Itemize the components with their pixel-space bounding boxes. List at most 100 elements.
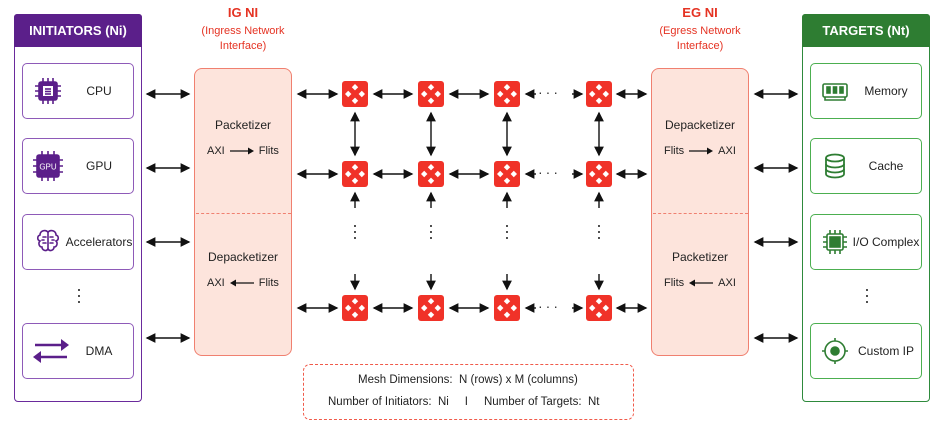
right-arrow-icon [689, 147, 714, 155]
targets-count-label: Number of Targets: [483, 396, 582, 408]
target-cache: Cache [810, 138, 922, 194]
router-icon [421, 298, 441, 318]
target-label: I/O Complex [852, 235, 920, 249]
flow-to: AXI [718, 277, 736, 289]
mesh-dimensions-value: N (rows) x M (columns) [458, 374, 578, 386]
router-icon [345, 164, 365, 184]
flow-to: AXI [718, 145, 736, 157]
ig-ni-subtitle-line2: Interface) [219, 40, 267, 52]
flow-from: Flits [664, 145, 685, 157]
mesh-router-rN-c2 [418, 295, 444, 321]
counts-separator: I [464, 396, 468, 408]
target-custom-ip: Custom IP [810, 323, 922, 379]
mesh-router-rN-c1 [342, 295, 368, 321]
router-icon [497, 84, 517, 104]
initiator-label: CPU [86, 84, 112, 98]
ig-ni-subtitle-line1: (Ingress Network [201, 25, 285, 37]
target-label: Cache [868, 159, 904, 173]
ig-ni-bottom-stage-name: Depacketizer [207, 250, 279, 264]
flow-from: AXI [207, 277, 225, 289]
targets-count-value: Nt [587, 396, 600, 408]
initiator-label: DMA [85, 344, 113, 358]
initiator-label: Accelerators [65, 235, 133, 249]
mesh-router-r2-c1 [342, 161, 368, 187]
eg-ni-bottom-flow: Flits AXI [664, 277, 736, 289]
router-icon [589, 298, 609, 318]
left-arrow-icon [229, 279, 254, 287]
mesh-row2-ellipsis: ··· [538, 164, 561, 180]
ig-ni-title: IG NI [227, 5, 259, 20]
eg-ni-divider [653, 213, 748, 214]
initiators-ellipsis: ··· [76, 279, 82, 311]
left-arrow-icon [689, 279, 714, 287]
target-label: Memory [864, 84, 908, 98]
mesh-router-r1-c1 [342, 81, 368, 107]
mesh-col1-ellipsis: ··· [352, 215, 358, 247]
target-io-complex: I/O Complex [810, 214, 922, 270]
router-icon [345, 84, 365, 104]
initiator-label: GPU [85, 159, 112, 173]
brain-chip-icon [31, 225, 65, 259]
eg-ni-bottom-stage-name: Packetizer [671, 250, 729, 264]
custom-ip-disc-icon [819, 335, 851, 367]
target-label: Custom IP [857, 344, 914, 358]
eg-ni-top-stage-name: Depacketizer [664, 118, 736, 132]
ig-ni-divider [196, 213, 291, 214]
mesh-col3-ellipsis: ··· [504, 215, 510, 247]
ig-ni-bottom-flow: AXI Flits [207, 277, 279, 289]
ig-ni-top-flow: AXI Flits [207, 145, 279, 157]
eg-ni-subtitle-line1: (Egress Network [659, 25, 741, 37]
mesh-router-r1-c3 [494, 81, 520, 107]
gpu-chip-icon: GPU [31, 149, 65, 183]
targets-ellipsis: ··· [864, 279, 870, 311]
router-icon [589, 84, 609, 104]
router-icon [497, 298, 517, 318]
mesh-info-box: Mesh Dimensions: N (rows) x M (columns) … [303, 364, 634, 420]
mesh-counts-line: Number of Initiators: Ni I Number of Tar… [328, 396, 599, 408]
mesh-dimensions-line: Mesh Dimensions: N (rows) x M (columns) [358, 374, 578, 386]
mesh-rowN-ellipsis: ··· [538, 298, 561, 314]
initiator-accelerators: Accelerators [22, 214, 134, 270]
router-icon [497, 164, 517, 184]
router-icon [345, 298, 365, 318]
mesh-dimensions-label: Mesh Dimensions: [358, 374, 453, 386]
initiator-gpu: GPU GPU [22, 138, 134, 194]
router-icon [589, 164, 609, 184]
mesh-router-rN-c3 [494, 295, 520, 321]
eg-ni-title: EG NI [682, 5, 718, 20]
cpu-chip-icon [31, 74, 65, 108]
flow-from: Flits [664, 277, 685, 289]
io-chip-icon [819, 226, 851, 258]
memory-module-icon [819, 75, 851, 107]
router-icon [421, 164, 441, 184]
eg-ni-subtitle-line2: Interface) [676, 40, 724, 52]
database-cylinder-icon [819, 150, 851, 182]
right-arrow-icon [229, 147, 254, 155]
mesh-colM-ellipsis: ··· [596, 215, 602, 247]
eg-ni-top-flow: Flits AXI [664, 145, 736, 157]
flow-to: Flits [258, 277, 279, 289]
mesh-router-r1-cM [586, 81, 612, 107]
mesh-router-r2-c2 [418, 161, 444, 187]
bidirectional-arrows-icon [31, 334, 69, 368]
mesh-router-r2-cM [586, 161, 612, 187]
initiators-title: INITIATORS (Ni) [14, 14, 142, 47]
gpu-icon-text: GPU [39, 163, 57, 172]
flow-from: AXI [207, 145, 225, 157]
eg-ni-box [651, 68, 749, 356]
mesh-row1-ellipsis: ··· [538, 84, 561, 100]
initiator-cpu: CPU [22, 63, 134, 119]
mesh-router-rN-cM [586, 295, 612, 321]
target-memory: Memory [810, 63, 922, 119]
mesh-col2-ellipsis: ··· [428, 215, 434, 247]
router-icon [421, 84, 441, 104]
initiators-count-label: Number of Initiators: [328, 396, 432, 408]
ig-ni-top-stage-name: Packetizer [214, 118, 272, 132]
flow-to: Flits [258, 145, 279, 157]
initiator-dma: DMA [22, 323, 134, 379]
ig-ni-box [194, 68, 292, 356]
mesh-router-r1-c2 [418, 81, 444, 107]
mesh-router-r2-c3 [494, 161, 520, 187]
targets-title: TARGETS (Nt) [802, 14, 930, 47]
